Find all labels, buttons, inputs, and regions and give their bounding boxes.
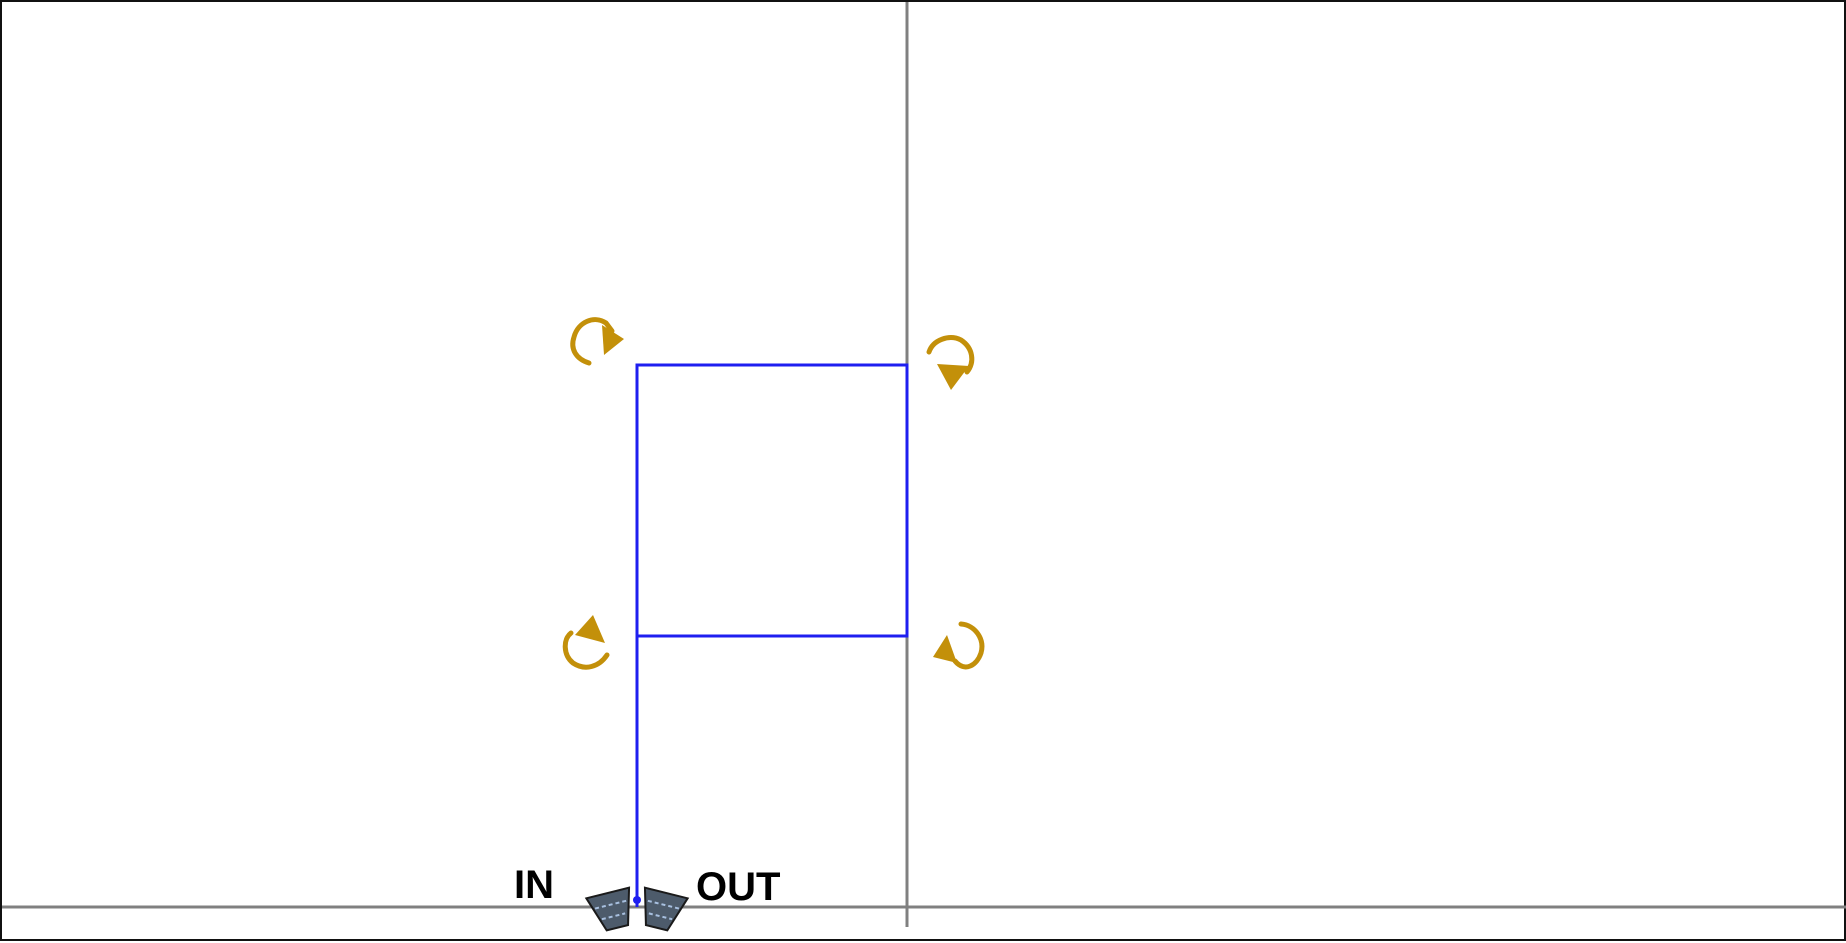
course-path bbox=[635, 363, 909, 907]
rotation-arrow-icon bbox=[562, 615, 610, 670]
rotation-arrow-icon bbox=[570, 317, 624, 366]
exit-label: OUT bbox=[696, 865, 780, 909]
entry-label: IN bbox=[514, 863, 554, 907]
path-square bbox=[635, 363, 909, 638]
rotation-arrow-icon bbox=[926, 335, 975, 390]
entry-gate-cones-icon bbox=[584, 886, 690, 932]
rotation-arrow-icon bbox=[933, 621, 985, 670]
